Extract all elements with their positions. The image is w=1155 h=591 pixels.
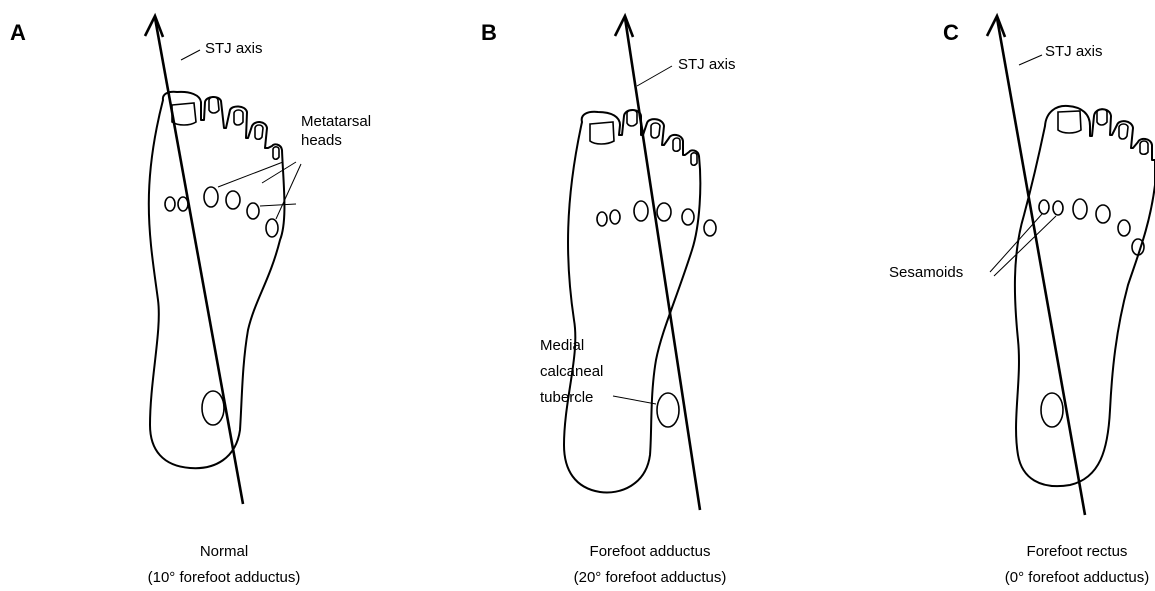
panel-a-caption-line1: Normal [200, 543, 248, 560]
panel-a: A STJ axis Metatarsal heads Normal (10 [10, 16, 371, 586]
panel-b-letter: B [481, 20, 497, 45]
panel-a-big-toe-nail [172, 103, 196, 125]
panel-a-leader-1 [218, 162, 283, 187]
panel-c-sesamoid-leader-2 [994, 216, 1056, 276]
panel-a-toe4-nail [255, 125, 263, 139]
panel-a-stj-axis-line [155, 18, 243, 504]
panel-b-caption-line1: Forefoot adductus [590, 543, 711, 560]
panel-b: B STJ axis Medial calcaneal tubercle For… [481, 16, 736, 586]
panel-c-toe3-nail [1119, 124, 1128, 139]
panel-b-tubercle-leader [613, 396, 656, 404]
panel-c-sesamoid-medial [1053, 201, 1063, 215]
panel-b-toe3-nail [651, 123, 660, 138]
panel-a-metatarsal-head-3 [247, 203, 259, 219]
panel-a-axis-label: STJ axis [205, 40, 263, 57]
panel-a-foot-outline [149, 92, 285, 468]
panel-c-calcaneal-tubercle [1041, 393, 1063, 427]
panel-b-stj-axis-arrowhead [615, 16, 633, 37]
panel-b-calcaneal-tubercle [657, 393, 679, 427]
panel-b-axis-label: STJ axis [678, 56, 736, 73]
panel-c-metatarsal-head-1 [1073, 199, 1087, 219]
panel-c-axis-leader [1019, 55, 1042, 65]
panel-a-annotation-2: heads [301, 132, 342, 149]
panel-b-axis-leader [637, 66, 672, 86]
panel-c-axis-label: STJ axis [1045, 43, 1103, 60]
panel-b-annotation-3: tubercle [540, 389, 593, 406]
panel-c-metatarsal-head-3 [1118, 220, 1130, 236]
panel-a-toe5-nail [273, 147, 279, 159]
panel-b-toe5-nail [691, 153, 697, 165]
panel-a-caption-line2: (10° forefoot adductus) [148, 569, 301, 586]
panel-c-sesamoid-lateral [1039, 200, 1049, 214]
panel-b-annotation-1: Medial [540, 337, 584, 354]
panel-b-big-toe-nail [590, 122, 614, 144]
panel-a-sesamoid-lateral [165, 197, 175, 211]
panel-b-foot-outline [564, 110, 700, 493]
panel-a-axis-leader [181, 50, 200, 60]
panel-b-metatarsal-head-4 [704, 220, 716, 236]
panel-a-toe2-nail [209, 97, 219, 113]
panel-b-sesamoid-medial [610, 210, 620, 224]
panel-c-stj-axis-line [997, 18, 1085, 515]
panel-c-foot-outline [1015, 106, 1155, 486]
panel-c-annotation-1: Sesamoids [889, 264, 963, 281]
panel-a-metatarsal-head-1 [204, 187, 218, 207]
panel-b-metatarsal-head-2 [657, 203, 671, 221]
panel-c-toe4-nail [1140, 141, 1148, 154]
panel-a-stj-axis-arrowhead [145, 16, 163, 37]
panel-b-toe4-nail [673, 138, 680, 151]
panel-c-letter: C [943, 20, 959, 45]
panel-c-metatarsal-head-2 [1096, 205, 1110, 223]
panel-a-leader-2 [262, 162, 296, 183]
panel-a-metatarsal-head-2 [226, 191, 240, 209]
panel-a-leader-3 [260, 204, 296, 206]
panel-a-letter: A [10, 20, 26, 45]
panel-c-toe2-nail [1097, 109, 1107, 125]
panel-c-caption-line2: (0° forefoot adductus) [1005, 569, 1149, 586]
panel-b-metatarsal-head-3 [682, 209, 694, 225]
panel-c-stj-axis-arrowhead [987, 16, 1005, 37]
panel-c-big-toe-nail [1058, 111, 1081, 133]
panel-b-caption-line2: (20° forefoot adductus) [574, 569, 727, 586]
panel-a-annotation-1: Metatarsal [301, 113, 371, 130]
panel-b-sesamoid-lateral [597, 212, 607, 226]
panel-a-metatarsal-head-4 [266, 219, 278, 237]
panel-a-calcaneal-tubercle [202, 391, 224, 425]
panel-b-toe2-nail [627, 110, 637, 126]
panel-b-metatarsal-head-1 [634, 201, 648, 221]
panel-b-annotation-2: calcaneal [540, 363, 603, 380]
panel-c-caption-line1: Forefoot rectus [1027, 543, 1128, 560]
panel-c: C STJ axis Sesamoids Forefoot rectus (0°… [889, 16, 1155, 586]
panel-b-stj-axis-line [625, 18, 700, 510]
panel-a-toe3-nail [234, 110, 243, 125]
